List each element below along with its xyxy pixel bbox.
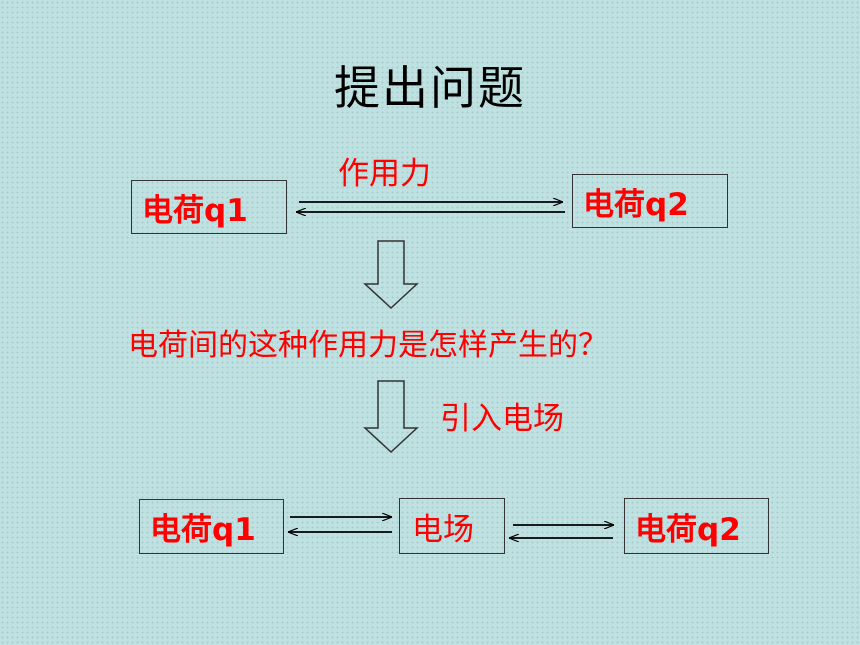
slide-title: 提出问题 [334, 61, 526, 115]
charge-q2-box-top: 电荷q2 [572, 174, 728, 228]
force-label: 作用力 [338, 156, 431, 192]
down-arrow-2 [363, 380, 419, 454]
charge-q1-box-top: 电荷q1 [131, 180, 287, 234]
question-text: 电荷间的这种作用力是怎样产生的？ [128, 328, 608, 363]
field-box: 电场 [399, 498, 505, 554]
charge-q1-box-bottom: 电荷q1 [139, 499, 284, 554]
charge-q2-box-bottom: 电荷q2 [624, 498, 769, 554]
intro-field-label: 引入电场 [440, 401, 564, 437]
down-arrow-1 [363, 240, 419, 310]
